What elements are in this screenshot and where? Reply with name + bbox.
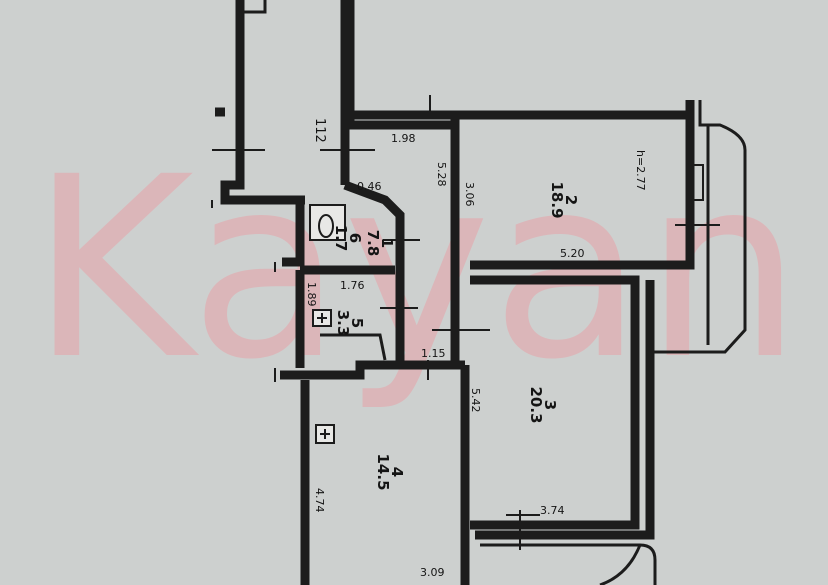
- corridor-label: 112: [312, 118, 327, 143]
- dimension-label: 3.06: [463, 182, 476, 207]
- dimension-label: 1.15: [421, 347, 446, 360]
- room-number: 3: [541, 400, 559, 410]
- dimension-label: 5.28: [435, 162, 448, 187]
- dimension-label: 5.42: [469, 388, 482, 413]
- dimension-label: 1.76: [340, 279, 365, 292]
- room-label-6: 6 1.7: [332, 225, 364, 252]
- sink-fixture: [312, 309, 332, 327]
- dimension-label: 1.98: [391, 132, 416, 145]
- room-label-3: 3 20.3: [527, 386, 559, 423]
- kitchen-fixture: [315, 424, 335, 444]
- room-area: 1.7: [332, 225, 350, 252]
- dimension-label: 4.74: [313, 488, 326, 513]
- room-area: 7.8: [364, 230, 382, 257]
- room-area: 20.3: [527, 386, 545, 423]
- dimension-label: 5.20: [560, 247, 585, 260]
- room-number: 5: [348, 318, 366, 328]
- dimension-label: 0.46: [357, 180, 382, 193]
- room-area: 14.5: [374, 453, 392, 490]
- ceiling-height-label: h=2.77: [634, 150, 647, 191]
- room-number: 4: [388, 467, 406, 477]
- room-label-4: 4 14.5: [374, 453, 406, 490]
- dimension-label: 3.74: [540, 504, 565, 517]
- balcony-top: [650, 100, 747, 354]
- dimension-label: 1.89: [305, 282, 318, 307]
- room-number: 6: [346, 233, 364, 243]
- outer-walls: [280, 100, 695, 585]
- toilet-fixture: [309, 204, 346, 241]
- corridor-walls: [215, 0, 690, 205]
- dimension-ticks: [211, 95, 720, 550]
- room-label-5: 5 3.3: [334, 310, 366, 337]
- room-number: 2: [562, 195, 580, 205]
- room-label-1: 1 7.8: [364, 230, 396, 257]
- room-label-2: 2 18.9: [548, 181, 580, 218]
- dimension-label: 3.09: [420, 566, 445, 579]
- room-number: 1: [378, 238, 396, 248]
- balcony-bottom: [480, 543, 657, 585]
- room-area: 18.9: [548, 181, 566, 218]
- room-area: 3.3: [334, 310, 352, 337]
